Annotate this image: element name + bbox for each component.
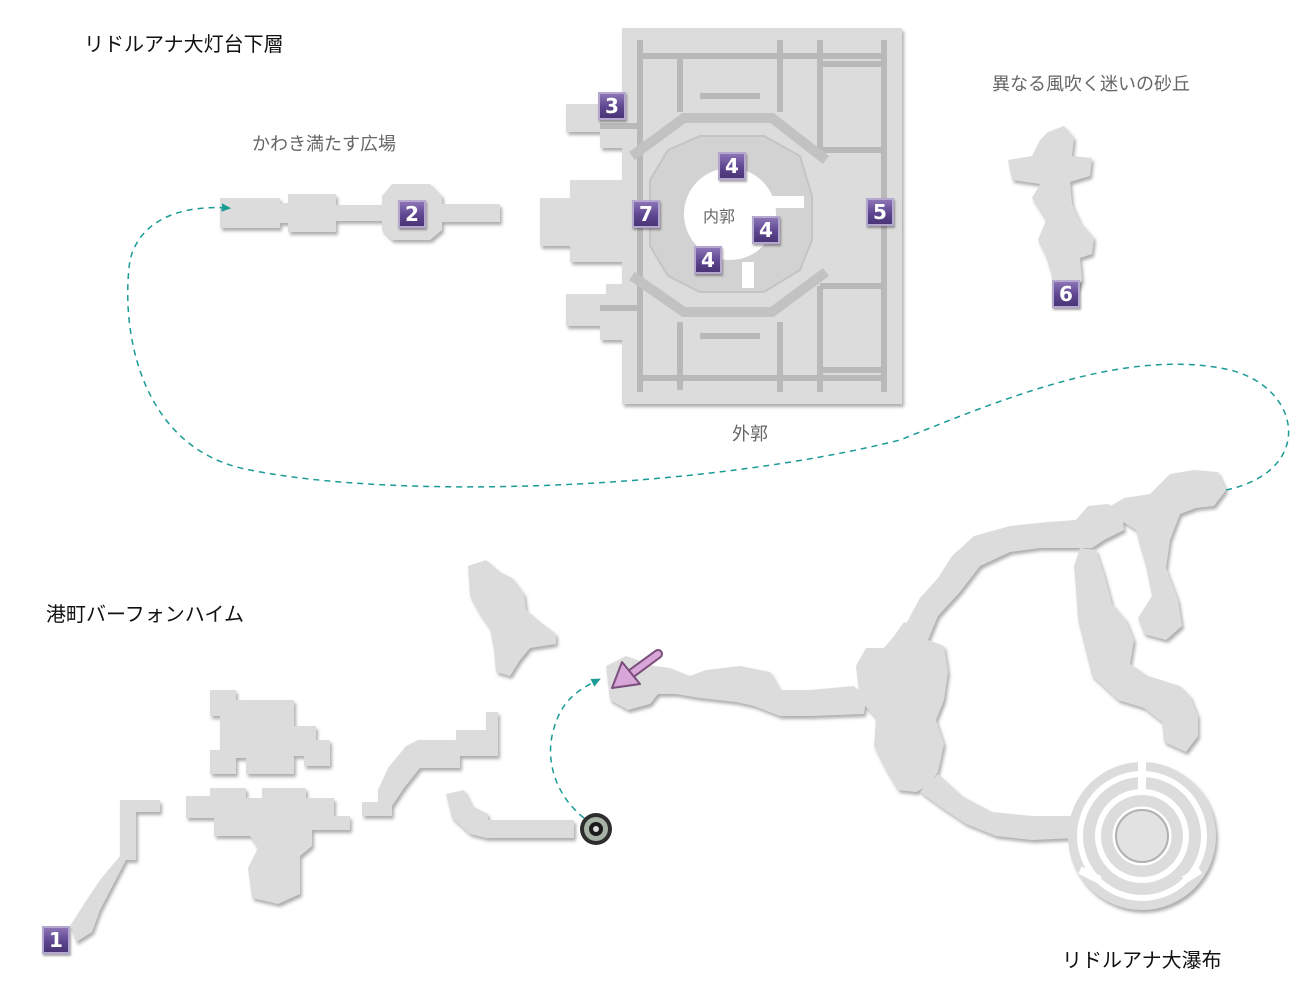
route-arrow-icon bbox=[549, 678, 601, 819]
marker-4-bottom[interactable]: 4 bbox=[694, 246, 722, 274]
plaza-corridor bbox=[220, 184, 500, 240]
dunes-passage bbox=[1008, 126, 1094, 302]
waterfall-ring-walls bbox=[1077, 762, 1207, 901]
route-arrow-icon bbox=[127, 203, 1290, 491]
port-town bbox=[70, 560, 574, 942]
marker-4-top[interactable]: 4 bbox=[718, 152, 746, 180]
area-title-port-town: 港町バーフォンハイム bbox=[46, 602, 244, 626]
marker-1[interactable]: 1 bbox=[42, 926, 70, 954]
waterfall-ring-center bbox=[1115, 809, 1169, 863]
area-title-lighthouse-lower: リドルアナ大灯台下層 bbox=[84, 32, 284, 56]
area-label-inner-keep: 内郭 bbox=[703, 207, 736, 226]
area-label-plaza: かわき満たす広場 bbox=[252, 134, 396, 155]
pink-direction-arrow-icon bbox=[611, 649, 663, 689]
area-label-outer-keep: 外郭 bbox=[732, 424, 768, 445]
marker-5[interactable]: 5 bbox=[866, 198, 894, 226]
area-label-dunes: 異なる風吹く迷いの砂丘 bbox=[992, 74, 1190, 95]
marker-3[interactable]: 3 bbox=[598, 92, 626, 120]
marker-4-right[interactable]: 4 bbox=[752, 216, 780, 244]
marker-2[interactable]: 2 bbox=[398, 200, 426, 228]
marker-7[interactable]: 7 bbox=[632, 200, 660, 228]
lighthouse-complex bbox=[540, 28, 902, 404]
marker-6[interactable]: 6 bbox=[1052, 280, 1080, 308]
area-title-waterfall: リドルアナ大瀑布 bbox=[1062, 948, 1222, 972]
ring-portal-icon[interactable] bbox=[580, 813, 612, 845]
